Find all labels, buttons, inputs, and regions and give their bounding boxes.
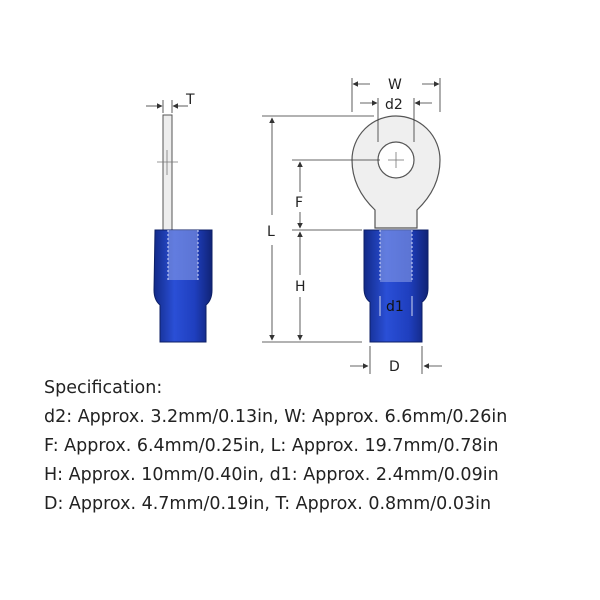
side-view: T (146, 92, 213, 343)
label-W: W (388, 77, 402, 93)
spec-line: D: Approx. 4.7mm/0.19in, T: Approx. 0.8m… (44, 494, 492, 514)
spec-line: H: Approx. 10mm/0.40in, d1: Approx. 2.4m… (44, 465, 499, 485)
label-F: F (295, 195, 303, 211)
side-tongue (162, 114, 173, 231)
label-L: L (267, 224, 275, 240)
terminal-diagram: T W d2 L F (146, 77, 442, 375)
front-barrel (380, 230, 412, 282)
front-view: W d2 L F H d1 D (262, 77, 442, 375)
label-T: T (185, 92, 195, 108)
label-D: D (389, 359, 400, 375)
specification-block: Specification: d2: Approx. 3.2mm/0.13in,… (44, 374, 584, 519)
label-H: H (295, 279, 306, 295)
spec-heading: Specification: (44, 378, 163, 398)
label-d1: d1 (386, 299, 404, 315)
side-barrel (168, 230, 198, 280)
spec-line: d2: Approx. 3.2mm/0.13in, W: Approx. 6.6… (44, 407, 508, 427)
label-d2: d2 (385, 97, 403, 113)
spec-line: F: Approx. 6.4mm/0.25in, L: Approx. 19.7… (44, 436, 499, 456)
